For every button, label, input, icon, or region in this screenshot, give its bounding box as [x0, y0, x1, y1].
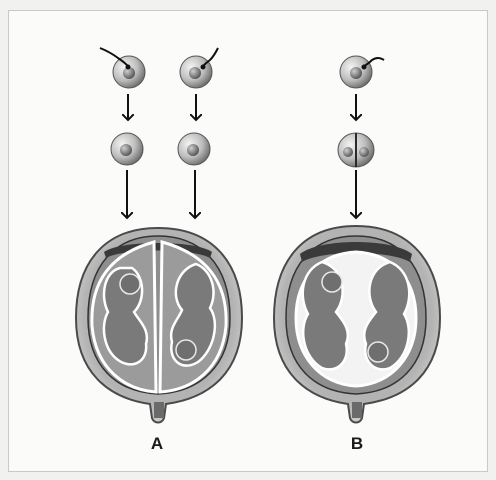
embryo-icon — [111, 133, 143, 165]
uterus-icon — [274, 226, 440, 423]
panel-label-a: A — [142, 434, 172, 454]
zygote-icon — [113, 56, 145, 88]
embryo-icon — [178, 133, 210, 165]
panel-label-b: B — [342, 434, 372, 454]
zygote-icon — [340, 56, 372, 88]
uterus-icon — [76, 228, 242, 423]
panel-a — [76, 48, 242, 423]
embryo-icon — [338, 133, 374, 167]
zygote-icon — [180, 56, 212, 88]
panel-b — [274, 56, 440, 423]
